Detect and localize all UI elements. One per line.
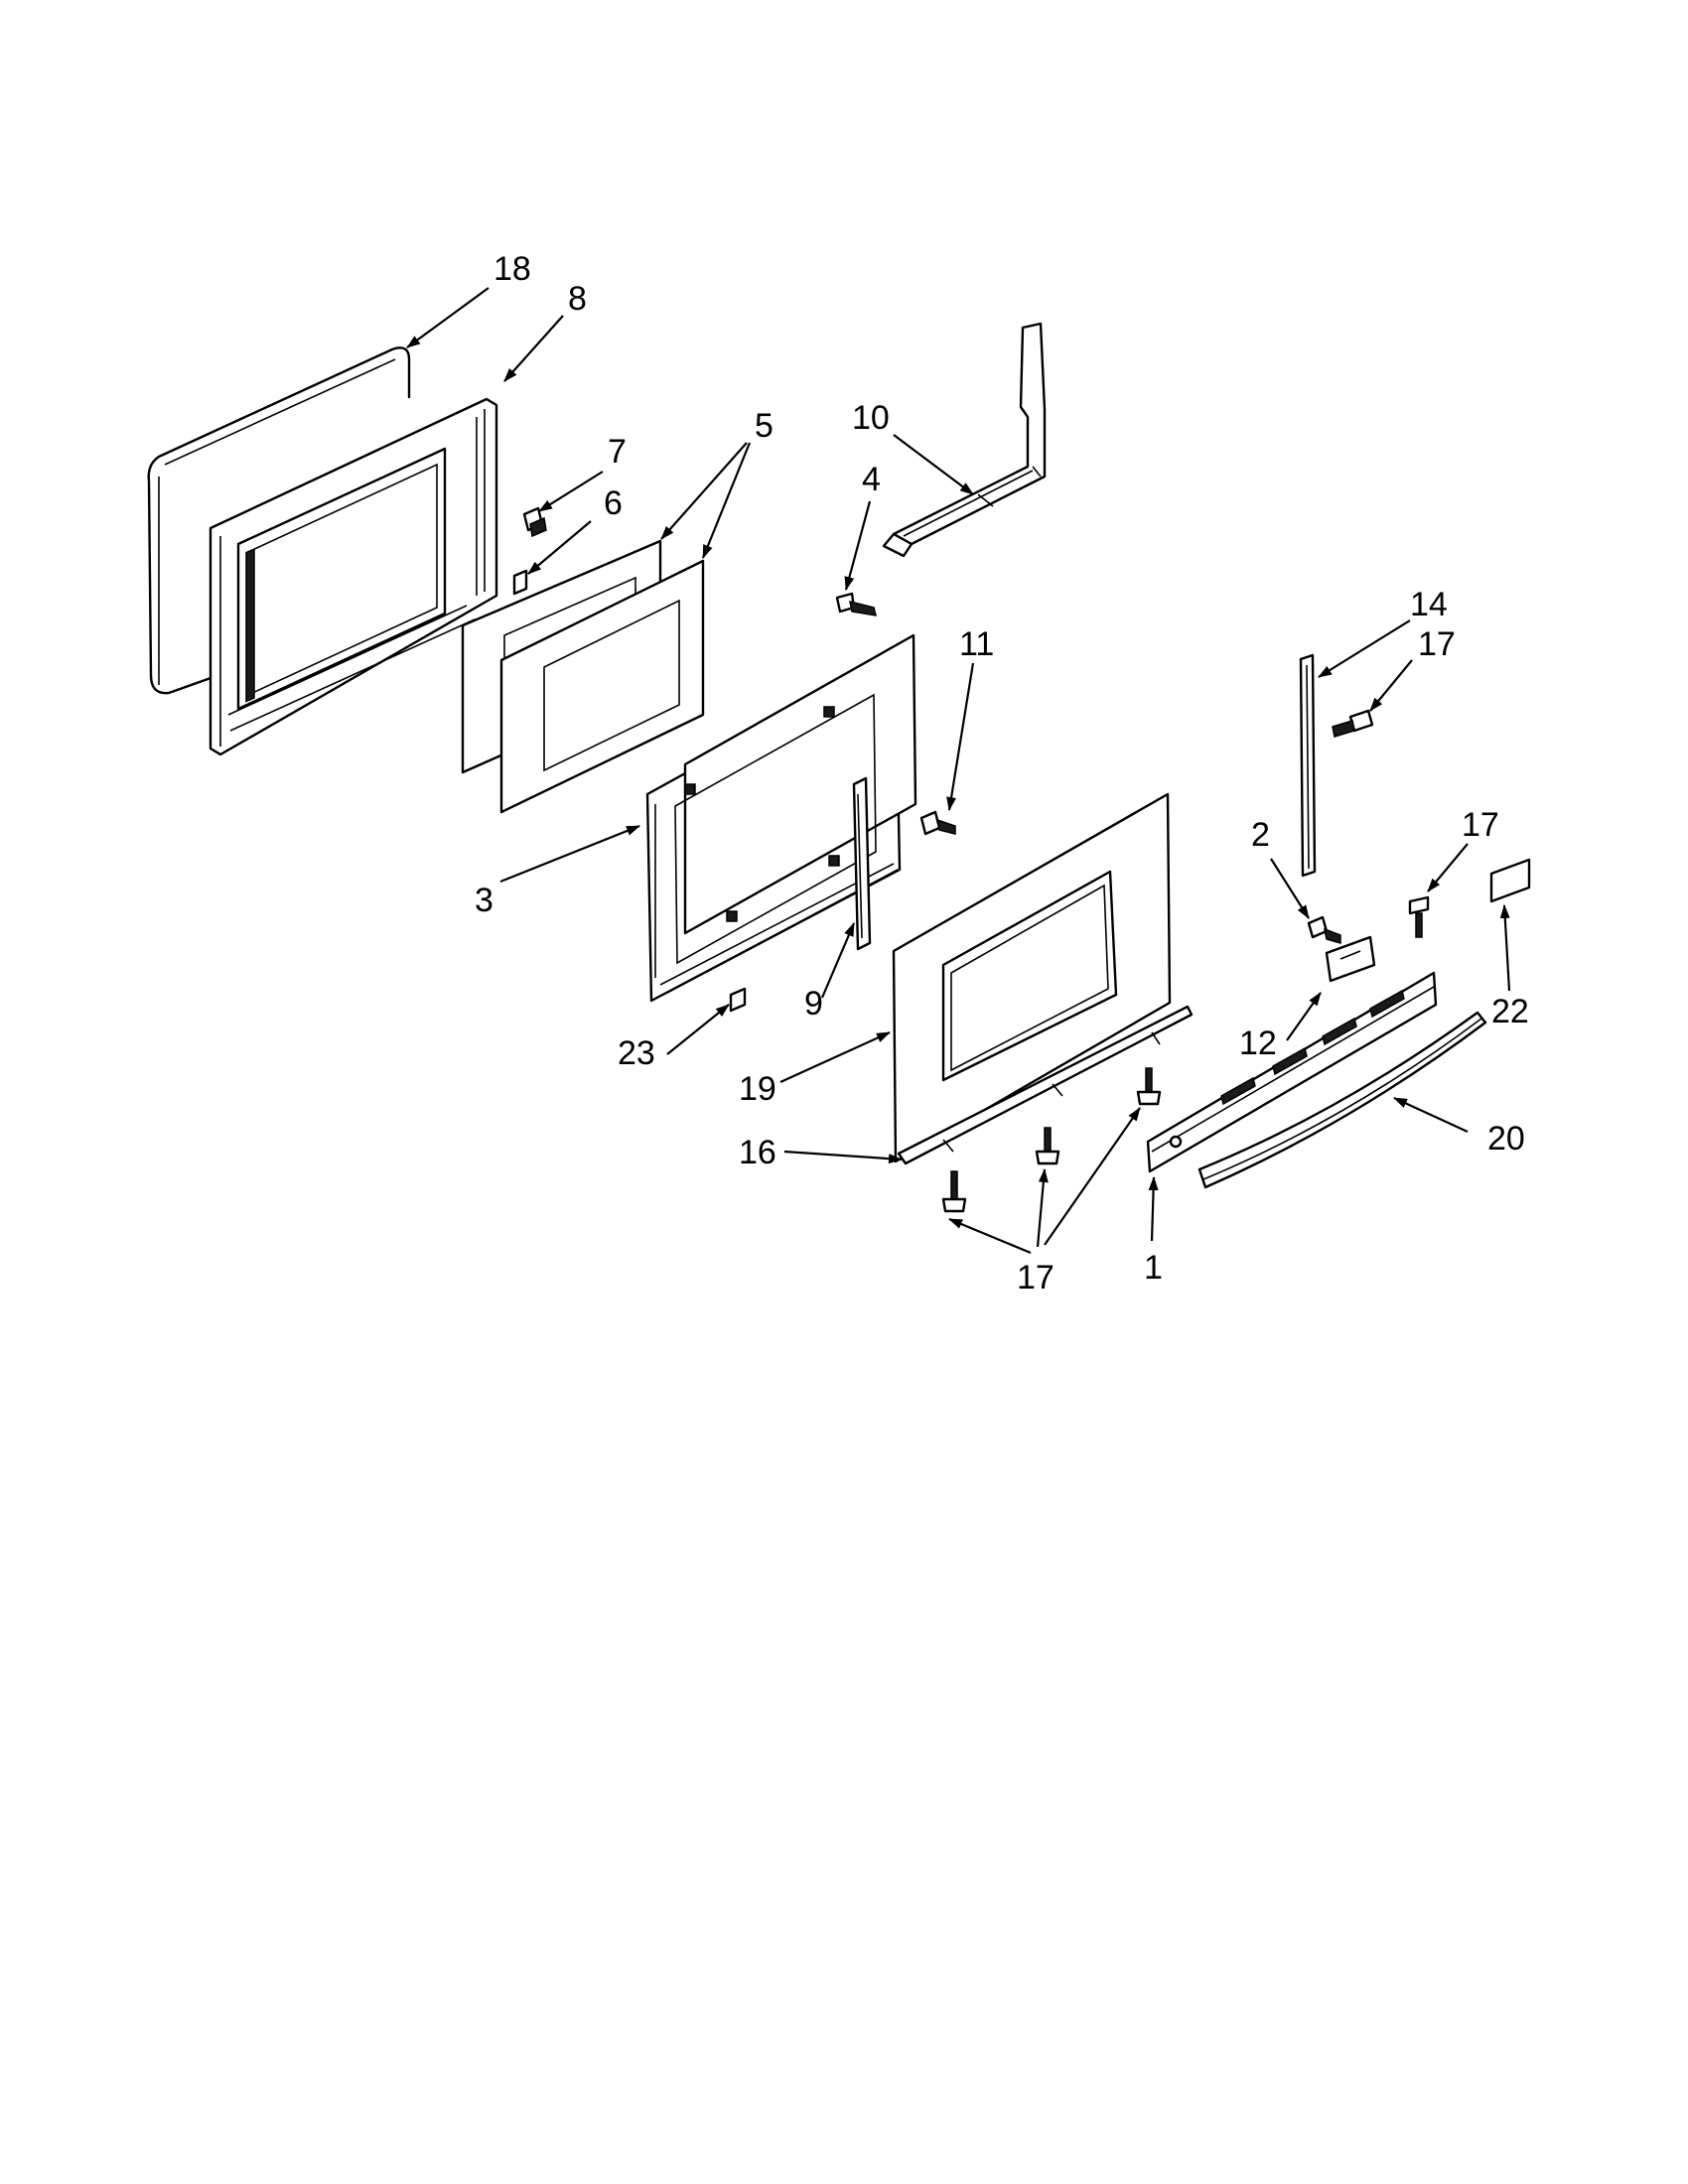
screw-part-4 xyxy=(835,592,878,616)
glass-panes-part-5 xyxy=(461,539,705,814)
clip-part-6 xyxy=(512,569,528,596)
callout-1: 1 xyxy=(1144,1249,1163,1287)
callout-12: 12 xyxy=(1239,1024,1277,1062)
bracket-part-14 xyxy=(1299,653,1317,878)
callout-7: 7 xyxy=(608,433,627,471)
door-liner-part-3 xyxy=(645,633,917,1003)
handle-bracket-part-12 xyxy=(1325,935,1376,983)
handle-trim-part-1 xyxy=(1146,971,1438,1173)
callout-14: 14 xyxy=(1410,586,1448,623)
callout-17-bottom: 17 xyxy=(1017,1259,1055,1297)
screw-part-17-top xyxy=(1332,709,1374,738)
callout-22: 22 xyxy=(1491,993,1529,1030)
callout-8: 8 xyxy=(568,280,587,318)
callout-9: 9 xyxy=(804,985,823,1023)
callout-17-mid: 17 xyxy=(1462,806,1499,844)
callout-23: 23 xyxy=(618,1034,655,1072)
callout-20: 20 xyxy=(1487,1120,1525,1158)
screw-part-11 xyxy=(919,810,956,836)
callout-18: 18 xyxy=(493,250,531,288)
callout-2: 2 xyxy=(1251,816,1270,854)
callout-11: 11 xyxy=(959,625,994,663)
hinge-strip-part-9 xyxy=(852,776,872,951)
bottom-trim-part-16 xyxy=(897,1005,1194,1165)
callout-17-top: 17 xyxy=(1418,625,1456,663)
handle-part-20 xyxy=(1197,1011,1487,1189)
callout-3: 3 xyxy=(475,882,493,919)
callout-19: 19 xyxy=(739,1070,776,1108)
vent-duct-part-10 xyxy=(882,322,1047,558)
screw-part-7 xyxy=(522,506,547,538)
door-gasket-part-18 xyxy=(147,346,411,695)
callout-16: 16 xyxy=(739,1134,776,1171)
callout-10: 10 xyxy=(852,399,890,437)
leader-lines xyxy=(406,287,1511,1255)
screw-part-17-mid xyxy=(1408,895,1430,938)
callout-6: 6 xyxy=(604,484,623,522)
label-part-22 xyxy=(1489,858,1531,903)
label-part-23 xyxy=(729,987,747,1013)
inner-door-frame-part-8 xyxy=(209,397,498,756)
callout-4: 4 xyxy=(862,461,881,498)
outer-door-panel-part-19 xyxy=(892,792,1172,1163)
screws-part-17-bottom xyxy=(941,1067,1162,1213)
screw-part-2 xyxy=(1307,915,1341,944)
callout-labels: 18 8 7 6 5 10 4 11 3 9 23 19 16 17 1 14 … xyxy=(475,250,1529,1297)
callout-5: 5 xyxy=(755,407,774,445)
